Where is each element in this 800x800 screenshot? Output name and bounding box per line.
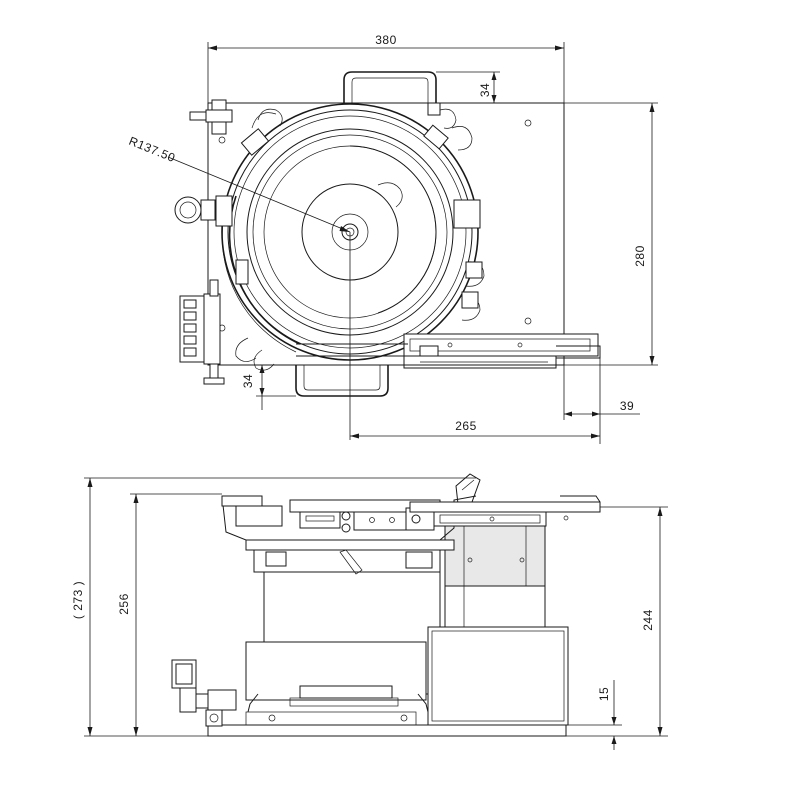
top-base-plate xyxy=(207,102,565,366)
dim-handle-34: 34 xyxy=(478,83,492,97)
dim-overall-273: ( 273 ) xyxy=(71,581,85,619)
dim-bottom-handle-34: 34 xyxy=(241,374,255,388)
side-linear-track xyxy=(409,501,601,513)
bowl-profile xyxy=(221,495,477,541)
top-dimensions xyxy=(167,42,658,444)
side-dimensions xyxy=(84,477,668,750)
dim-center-265: 265 xyxy=(455,419,477,433)
dim-width-380: 380 xyxy=(375,33,397,47)
side-view: ( 273 ) 256 244 15 xyxy=(71,473,668,750)
gauge-valve-assembly xyxy=(171,659,237,727)
side-base-plate xyxy=(207,724,567,737)
dim-track-39: 39 xyxy=(620,399,634,413)
dim-base-15: 15 xyxy=(597,687,611,701)
vibratory-bowl xyxy=(215,103,483,361)
mount-hole xyxy=(524,317,532,325)
dim-body-256: 256 xyxy=(117,593,131,615)
linear-drive-box xyxy=(427,626,569,726)
bowl-lugs xyxy=(235,108,485,371)
bottom-handle xyxy=(295,365,389,397)
linear-track xyxy=(296,333,601,369)
top-handle xyxy=(343,71,437,103)
mount-hole xyxy=(524,119,532,127)
mount-hole xyxy=(218,136,226,144)
top-view: 380 34 280 R137.50 34 39 265 xyxy=(127,33,658,444)
dim-height-280: 280 xyxy=(633,245,647,267)
left-fittings xyxy=(174,99,233,385)
dim-track-244: 244 xyxy=(641,609,655,631)
dim-radius-r137: R137.50 xyxy=(127,134,178,165)
